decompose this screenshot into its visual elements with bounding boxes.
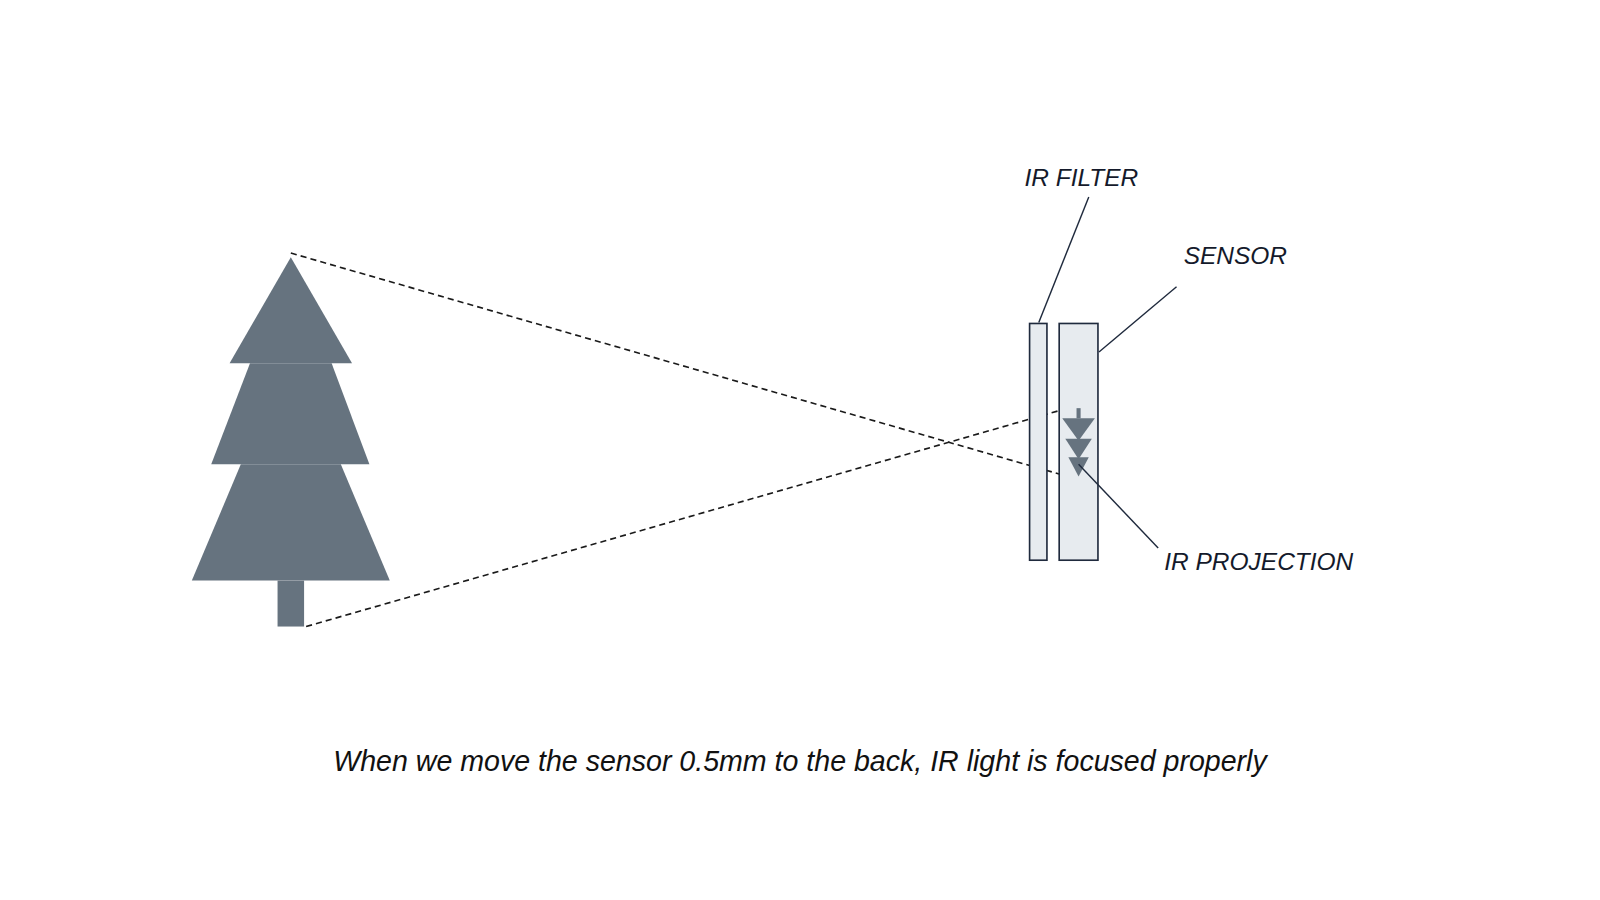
leader-line	[1039, 197, 1089, 323]
projection-tier	[1068, 457, 1088, 476]
ray	[291, 253, 1079, 480]
projection-trunk	[1077, 408, 1081, 418]
caption: When we move the sensor 0.5mm to the bac…	[333, 747, 1266, 778]
tree-trunk	[278, 581, 305, 627]
ir-filter	[1030, 323, 1047, 560]
ray	[306, 405, 1078, 626]
sensor	[1059, 323, 1098, 560]
part-label: IR PROJECTION	[1164, 549, 1353, 576]
ir-projection-tree	[1062, 408, 1095, 476]
tree-bottom	[192, 464, 390, 580]
leader-line	[1079, 464, 1159, 548]
part-label: SENSOR	[1184, 243, 1287, 270]
projection-tier	[1065, 439, 1092, 459]
tree-top	[230, 257, 352, 363]
tree-middle	[211, 363, 369, 464]
leader-lines	[1039, 197, 1177, 548]
tree	[192, 257, 390, 626]
light-rays	[291, 253, 1079, 626]
projection-tier	[1062, 418, 1095, 440]
leader-line	[1099, 287, 1177, 352]
part-label: IR FILTER	[1024, 164, 1138, 191]
